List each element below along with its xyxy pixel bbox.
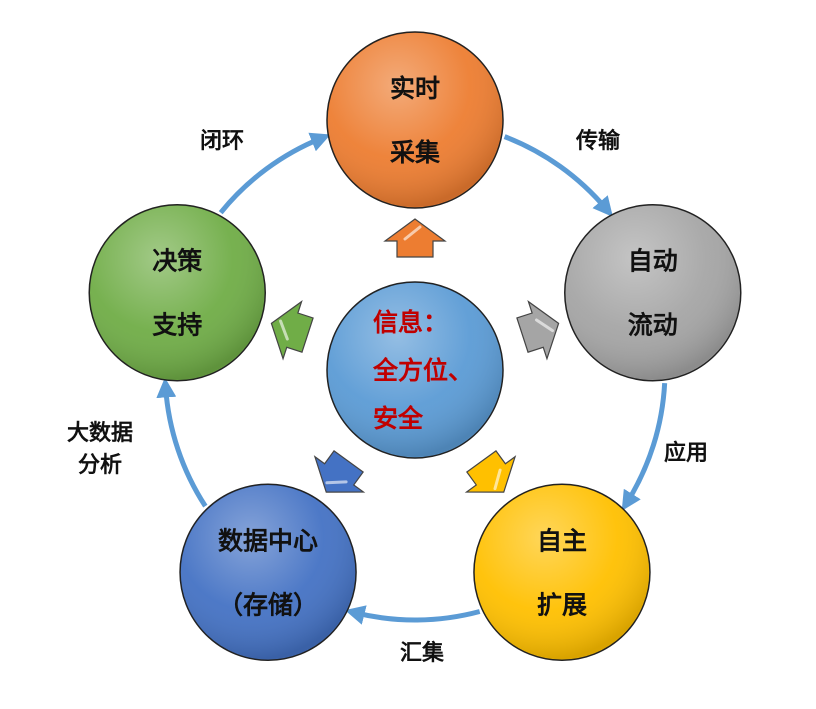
cycle-arrow [156,377,208,508]
node-data-center-text: （存储） [218,590,318,619]
center-info-text: 信息： [373,308,448,337]
small-arrow-decision-support [270,300,314,361]
center-info: 信息： 全方位、安全 [326,281,504,459]
node-autonomous-expansion-text: 自主 [537,526,587,555]
node-decision-support-text: 支持 [152,311,202,340]
cycle-ring [156,132,668,625]
edge-label: 传输 [575,128,621,154]
small-arrow-realtime-collection [383,218,447,258]
node-automatic-flow-text: 流动 [628,311,678,340]
small-arrow-data-center [313,450,366,493]
center-info-text: 全方位、 [372,356,473,385]
edge-label: 分析 [78,453,122,478]
small-arrow-automatic-flow [516,300,560,361]
edge-label: 汇集 [400,640,445,666]
center-info-text: 安全 [373,404,424,433]
edge-label: 大数据 [67,420,133,446]
center-node: 信息： 全方位、安全 [326,281,504,459]
node-data-center-text: 数据中心 [218,526,318,555]
cycle-arrow [344,605,481,625]
node-realtime-collection-text: 采集 [390,138,441,167]
node-automatic-flow-text: 自动 [628,247,678,276]
edge-label: 闭环 [200,129,244,154]
small-arrow-autonomous-expansion [464,450,517,493]
cycle-arrow [621,382,668,511]
node-realtime-collection-text: 实时 [390,74,440,103]
node-autonomous-expansion-text: 扩展 [537,590,587,619]
node-data-center: 数据中心 （存储） [179,483,357,662]
cycle-arrow [218,132,331,215]
center-arrows [270,218,560,493]
cycle-arrow [503,134,613,217]
edge-label: 应用 [664,440,708,466]
node-decision-support-text: 决策 [152,247,203,276]
